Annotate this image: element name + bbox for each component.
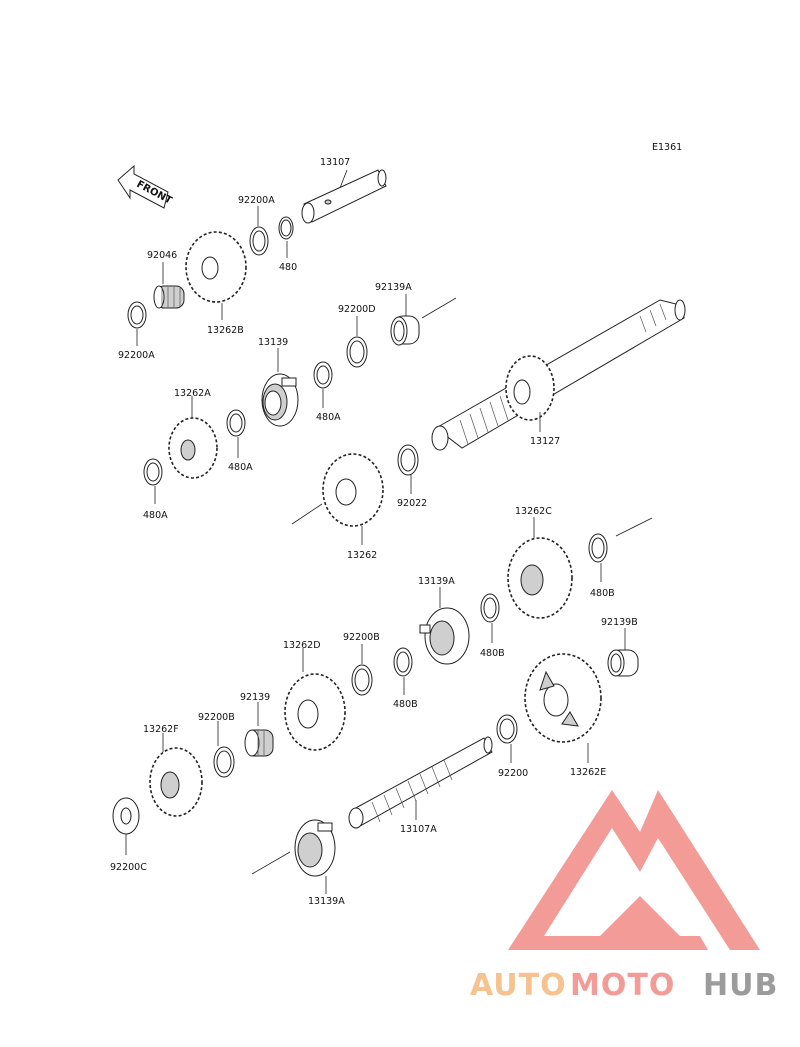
label-13139A-top: 13139A	[418, 576, 455, 587]
circlip-480B-mid	[480, 593, 500, 623]
washer-92200	[496, 714, 518, 744]
bushing-92139A	[390, 315, 420, 346]
washer-92022	[397, 444, 419, 476]
label-92200D: 92200D	[338, 304, 376, 315]
circlip-480B-low	[393, 647, 413, 677]
label-480B-low: 480B	[393, 699, 418, 710]
washer-92200B-low	[213, 746, 235, 778]
diagram-code: E1361	[652, 142, 682, 153]
label-13262E: 13262E	[570, 767, 606, 778]
automotohub-logo: AUTO MOTO HUB	[470, 790, 778, 1003]
label-480A-mid: 480A	[316, 412, 341, 423]
label-92139: 92139	[240, 692, 270, 703]
circlip-480-top	[278, 216, 294, 240]
shaft-13107	[301, 169, 387, 224]
gear-13262E	[524, 653, 602, 743]
logo-text-auto: AUTO	[470, 968, 567, 1003]
label-13262C: 13262C	[515, 506, 552, 517]
label-92200C: 92200C	[110, 862, 147, 873]
circlip-480A-gear	[226, 409, 246, 437]
label-13127: 13127	[530, 436, 560, 447]
label-92139A: 92139A	[375, 282, 412, 293]
coupling-13139A-bottom	[294, 819, 336, 877]
label-13262: 13262	[347, 550, 377, 561]
gear-13262B	[185, 231, 247, 303]
logo-text-moto: MOTO	[570, 968, 675, 1003]
label-13262D: 13262D	[283, 640, 321, 651]
bushing-92139	[244, 729, 274, 757]
circlip-480A-left	[143, 458, 163, 486]
gear-13262F	[149, 747, 203, 817]
label-480-top: 480	[279, 262, 297, 273]
gear-13262A	[168, 417, 218, 479]
shaft-13107A	[348, 736, 493, 829]
label-92200A-left: 92200A	[118, 350, 155, 361]
washer-92200A-top	[249, 226, 269, 256]
label-92022: 92022	[397, 498, 427, 509]
washer-92200D	[346, 336, 368, 368]
label-13262F: 13262F	[143, 724, 179, 735]
label-480B-right: 480B	[590, 588, 615, 599]
label-480A-left: 480A	[143, 510, 168, 521]
gear-13262	[322, 453, 384, 527]
washer-92200A-left	[127, 301, 147, 329]
label-92200B-top: 92200B	[343, 632, 380, 643]
label-13139A-bottom: 13139A	[308, 896, 345, 907]
label-13262A: 13262A	[174, 388, 211, 399]
circlip-480B-right	[588, 533, 608, 563]
label-92200: 92200	[498, 768, 528, 779]
label-92139B: 92139B	[601, 617, 638, 628]
circlip-480A-mid	[313, 361, 333, 389]
label-13107A: 13107A	[400, 824, 437, 835]
label-13262B: 13262B	[207, 325, 244, 336]
label-13139: 13139	[258, 337, 288, 348]
logo-text-hub: HUB	[703, 968, 778, 1003]
label-92200B-low: 92200B	[198, 712, 235, 723]
bushing-92139B	[607, 649, 639, 677]
gear-13262D	[284, 673, 346, 751]
logo-mark-icon	[508, 790, 760, 950]
label-92200A-top: 92200A	[238, 195, 275, 206]
coupling-13139	[261, 373, 299, 427]
bearing-92046	[153, 285, 185, 309]
label-480B-mid: 480B	[480, 648, 505, 659]
washer-92200C	[112, 797, 140, 835]
label-13107: 13107	[320, 157, 350, 168]
washer-92200B-top	[351, 664, 373, 696]
front-arrow-icon: FRONT	[117, 164, 174, 209]
label-92046: 92046	[147, 250, 177, 261]
coupling-13139A-top	[419, 607, 470, 665]
gear-13262C	[507, 537, 573, 619]
shaft-13127	[431, 299, 686, 451]
label-480A-gear: 480A	[228, 462, 253, 473]
